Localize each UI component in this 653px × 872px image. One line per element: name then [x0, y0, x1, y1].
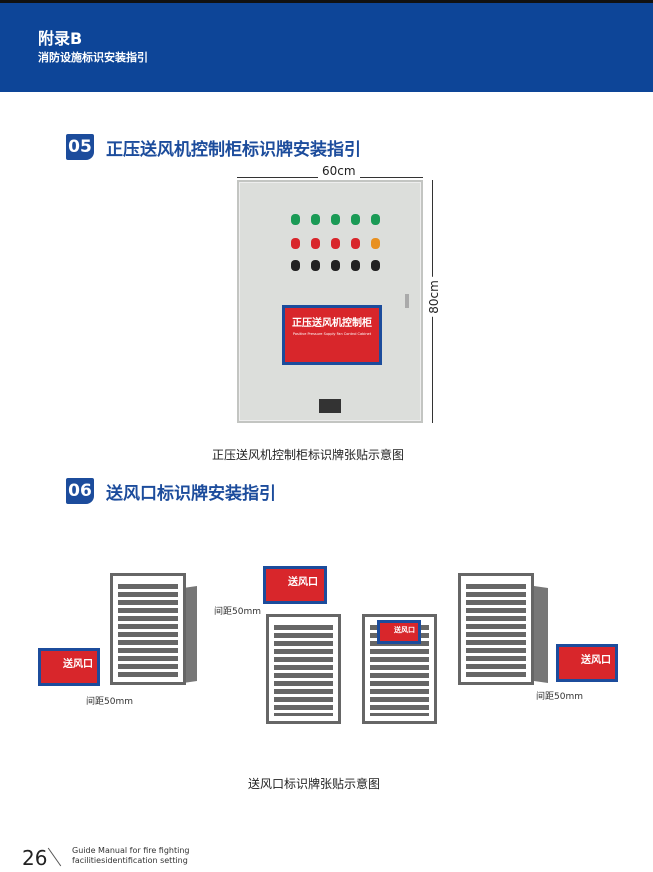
- control-cabinet-illustration: 正压送风机控制柜 Positive Pressure Supply Fan Co…: [237, 180, 423, 423]
- page-header: 附录B 消防设施标识安装指引: [0, 0, 653, 92]
- section-number: 06: [66, 478, 94, 504]
- section-title: 送风口标识牌安装指引: [106, 483, 276, 504]
- height-label: 80cm: [426, 277, 441, 317]
- vent-sign-right: 送风口: [556, 644, 618, 682]
- vent-sign-title: 送风口: [394, 626, 415, 634]
- section-05-heading: 05 正压送风机控制柜标识牌安装指引: [66, 134, 361, 160]
- spacing-label-right: 间距50mm: [536, 692, 583, 702]
- cabinet-sign: 正压送风机控制柜 Positive Pressure Supply Fan Co…: [282, 305, 382, 365]
- width-label: 60cm: [318, 164, 360, 178]
- spacing-label-top: 间距50mm: [214, 607, 261, 617]
- vent-sign-title: 送风口: [63, 659, 93, 670]
- air-vent-center-left: [266, 614, 341, 724]
- cabinet-sign-english: Positive Pressure Supply Fan Control Cab…: [292, 332, 372, 336]
- footer-line1: Guide Manual for fire fighting: [72, 846, 190, 855]
- page-number: 26: [22, 846, 48, 870]
- handle-icon: [405, 294, 409, 308]
- figure-caption-06: 送风口标识牌张贴示意图: [248, 777, 381, 791]
- vent-sign-left: 送风口: [38, 648, 100, 686]
- section-title: 正压送风机控制柜标识牌安装指引: [106, 139, 361, 160]
- nameplate: [319, 399, 341, 413]
- air-vent-right: [458, 573, 534, 685]
- section-number: 05: [66, 134, 94, 160]
- vent-sign-title: 送风口: [288, 577, 318, 588]
- spacing-label-left: 间距50mm: [86, 697, 133, 707]
- air-vent-left: [110, 573, 186, 685]
- section-06-heading: 06 送风口标识牌安装指引: [66, 478, 276, 504]
- cabinet-sign-title: 正压送风机控制柜: [292, 318, 372, 329]
- footer-line2: facilitiesidentification setting: [72, 856, 188, 865]
- figure-caption-05: 正压送风机控制柜标识牌张贴示意图: [212, 448, 405, 462]
- vent-sign-title: 送风口: [581, 655, 611, 666]
- footer-slash: [47, 847, 62, 867]
- vent-sign-inset: 送风口: [377, 620, 421, 644]
- appendix-title: 附录B: [38, 29, 83, 48]
- appendix-subtitle: 消防设施标识安装指引: [38, 51, 148, 64]
- vent-sign-top: 送风口: [263, 566, 327, 604]
